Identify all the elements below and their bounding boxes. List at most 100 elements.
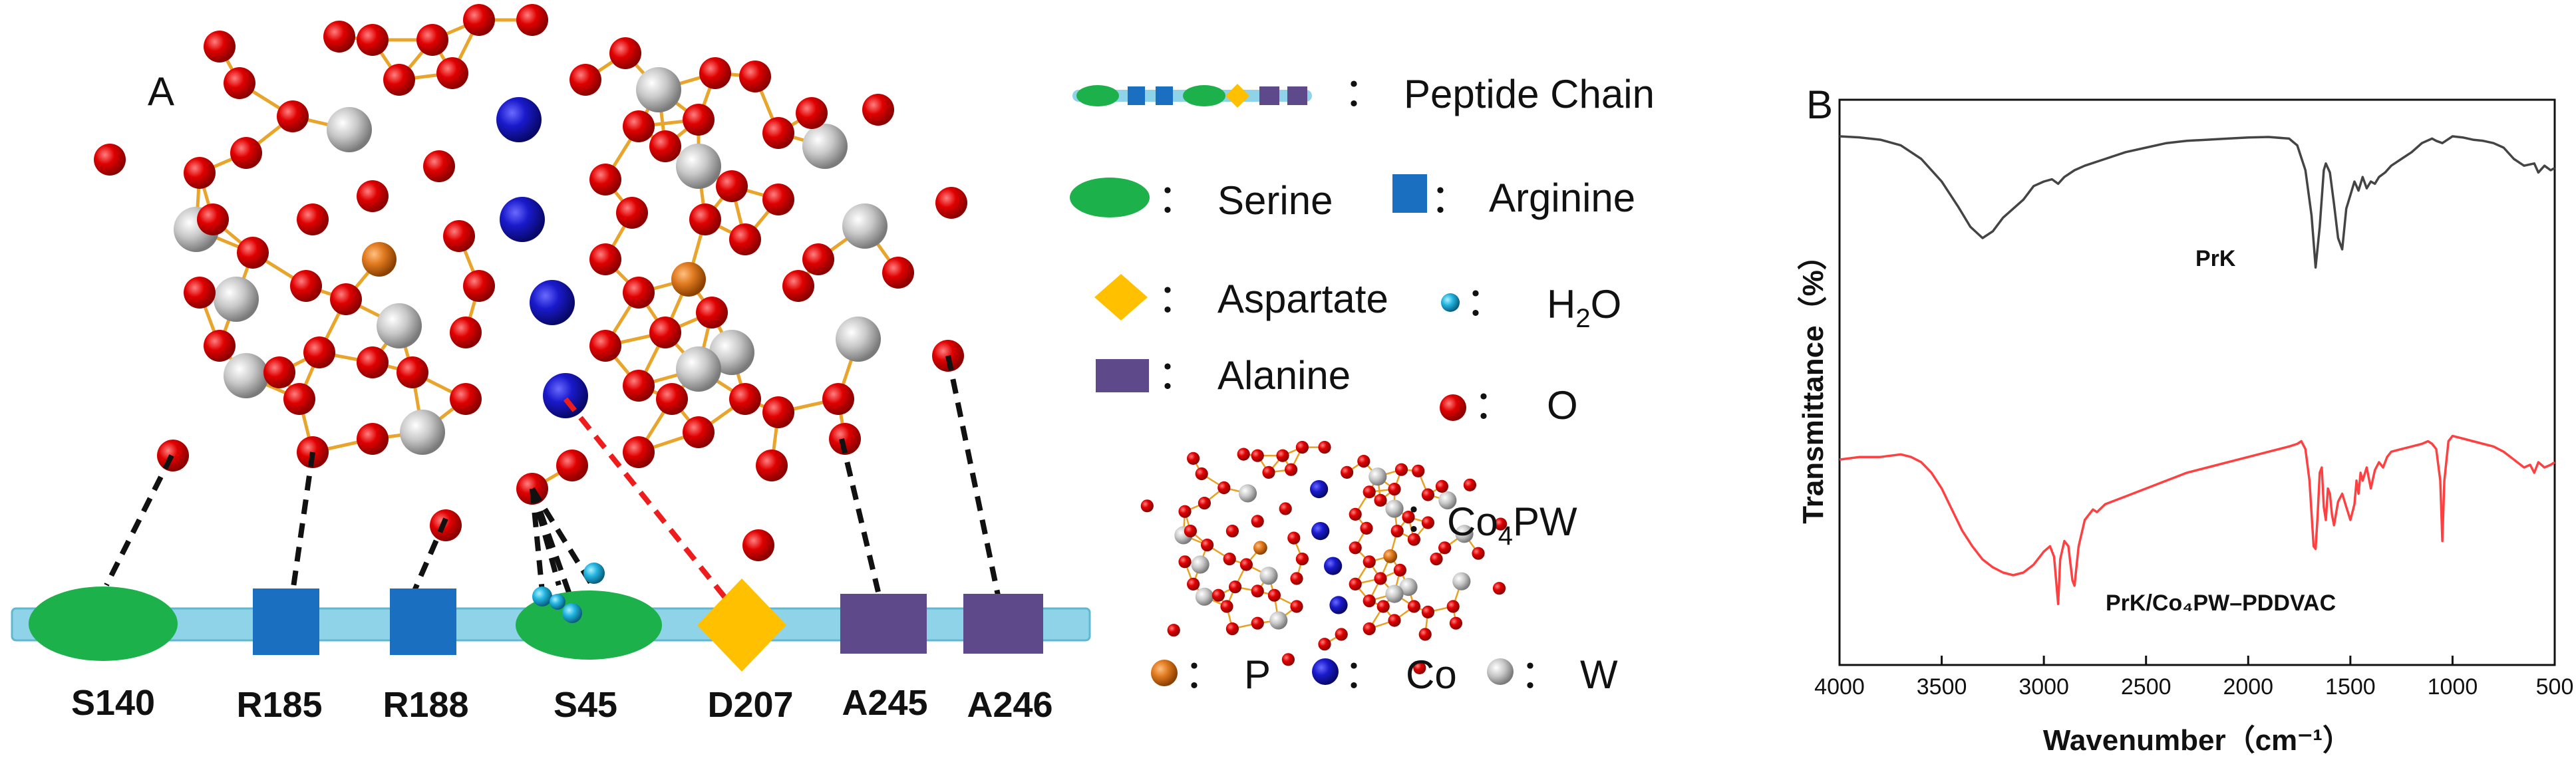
oxygen-atom [762, 396, 794, 428]
mini-tungsten-atom [1385, 585, 1404, 603]
mini-tungsten-atom [1385, 499, 1404, 518]
oxygen-atom [689, 203, 721, 235]
mini-oxygen-atom [1388, 483, 1401, 496]
oxygen-atom [623, 110, 655, 142]
mini-oxygen-atom [1341, 465, 1354, 479]
oxygen-atom [423, 150, 455, 182]
legend-phosphorus-label: P [1244, 652, 1271, 697]
x-tick-label: 1000 [2428, 674, 2478, 700]
legend-sep: ： [1404, 496, 1444, 541]
mini-oxygen-atom [1295, 441, 1309, 454]
mini-oxygen-atom [1217, 481, 1231, 495]
mini-oxygen-atom [1225, 622, 1239, 636]
water-molecules [532, 563, 605, 623]
mini-oxygen-atom [1140, 499, 1154, 513]
legend-oxygen-label: O [1547, 383, 1578, 428]
mini-oxygen-atom [1413, 661, 1426, 675]
oxygen-atom [436, 57, 468, 89]
legend-peptide-chain-icon [1072, 84, 1312, 108]
x-tick-label: 3500 [1917, 674, 1967, 700]
legend-aspartate-label: Aspartate [1217, 277, 1388, 321]
residue-label-r188: R188 [383, 685, 468, 725]
mini-oxygen-atom [1201, 539, 1214, 552]
mini-oxygen-atom [1376, 600, 1390, 613]
oxygen-atom [729, 383, 761, 415]
mini-oxygen-atom [1494, 517, 1508, 531]
mini-oxygen-atom [1262, 465, 1275, 479]
oxygen-atom [609, 37, 641, 69]
oxygen-atom [357, 24, 389, 56]
phosphorus-atom [362, 242, 397, 277]
oxygen-atom [556, 450, 588, 481]
oxygen-atom [383, 64, 415, 96]
mini-oxygen-atom [1318, 441, 1331, 454]
oxygen-atom [742, 529, 774, 561]
oxygen-atom [230, 137, 262, 169]
oxygen-atom [716, 170, 748, 202]
mini-oxygen-atom [1363, 555, 1376, 569]
oxygen-atom [450, 383, 482, 415]
oxygen-atom [357, 180, 389, 212]
residue-s45-shape [516, 590, 662, 660]
oxygen-atom [589, 164, 621, 196]
oxygen-atom [197, 203, 229, 235]
x-tick-label: 3000 [2018, 674, 2069, 700]
residue-r185-shape [253, 588, 319, 655]
legend-tungsten-icon [1487, 658, 1514, 685]
mini-oxygen-atom [1178, 505, 1192, 518]
series-label-prk-co4pw: PrK/Co₄PW–PDDVAC [2106, 590, 2336, 616]
tungsten-atom [224, 353, 269, 398]
mini-oxygen-atom [1421, 605, 1434, 619]
residue-label-d207: D207 [707, 685, 793, 725]
mini-cobalt-atom [1310, 480, 1329, 499]
oxygen-atom [656, 383, 688, 415]
mini-tungsten-atom [1259, 567, 1278, 585]
mini-oxygen-atom [1374, 572, 1387, 585]
mini-oxygen-atom [1390, 525, 1404, 538]
legend-sep: ： [1430, 177, 1470, 221]
mini-oxygen-atom [1412, 464, 1425, 477]
oxygen-atom [204, 330, 236, 362]
residue-a245-shape [840, 594, 927, 654]
mini-tungsten-atom [1269, 611, 1288, 630]
plot-frame [1838, 98, 2556, 666]
residue-label-s45: S45 [554, 685, 617, 725]
mini-oxygen-atom [1374, 493, 1387, 507]
mini-oxygen-atom [1349, 507, 1362, 521]
oxygen-atom [589, 243, 621, 275]
oxygen-atom [416, 24, 448, 56]
mini-oxygen-atom [1492, 582, 1506, 595]
panel-b-label: B [1806, 82, 1833, 127]
mini-oxygen-atom [1285, 463, 1298, 476]
oxygen-atom [157, 440, 189, 471]
oxygen-atom [237, 237, 269, 269]
co4pw-cluster [94, 4, 967, 561]
mini-oxygen-atom [1178, 555, 1192, 569]
oxygen-atom [862, 94, 894, 126]
legend-sep: ： [1158, 277, 1198, 321]
cobalt-atom [500, 197, 545, 242]
mini-oxygen-atom [1276, 449, 1289, 462]
residue-label-r185: R185 [236, 685, 322, 725]
mini-oxygen-atom [1251, 616, 1264, 630]
residue-label-s140: S140 [71, 683, 155, 723]
legend-arginine-icon [1392, 174, 1427, 213]
legend-water-icon [1441, 293, 1460, 312]
mini-tungsten-atom [1238, 484, 1257, 503]
mini-cluster-bonds [1182, 446, 1480, 645]
oxygen-atom [283, 383, 315, 415]
panel-a-label: A [148, 69, 174, 114]
mini-oxygen-atom [1430, 553, 1443, 566]
oxygen-atom [739, 61, 771, 92]
oxygen-atom [263, 356, 295, 388]
residue-d207-shape [697, 579, 786, 672]
legend-sep: ： [1520, 652, 1560, 697]
legend-oxygen-icon [1440, 394, 1466, 421]
x-tick-label: 500 [2536, 674, 2574, 700]
mini-tungsten-atom [1455, 525, 1474, 543]
residue-a246-shape [963, 594, 1043, 654]
mini-oxygen-atom [1421, 516, 1434, 529]
oxygen-atom [696, 297, 728, 328]
mini-oxygen-atom [1472, 547, 1485, 560]
